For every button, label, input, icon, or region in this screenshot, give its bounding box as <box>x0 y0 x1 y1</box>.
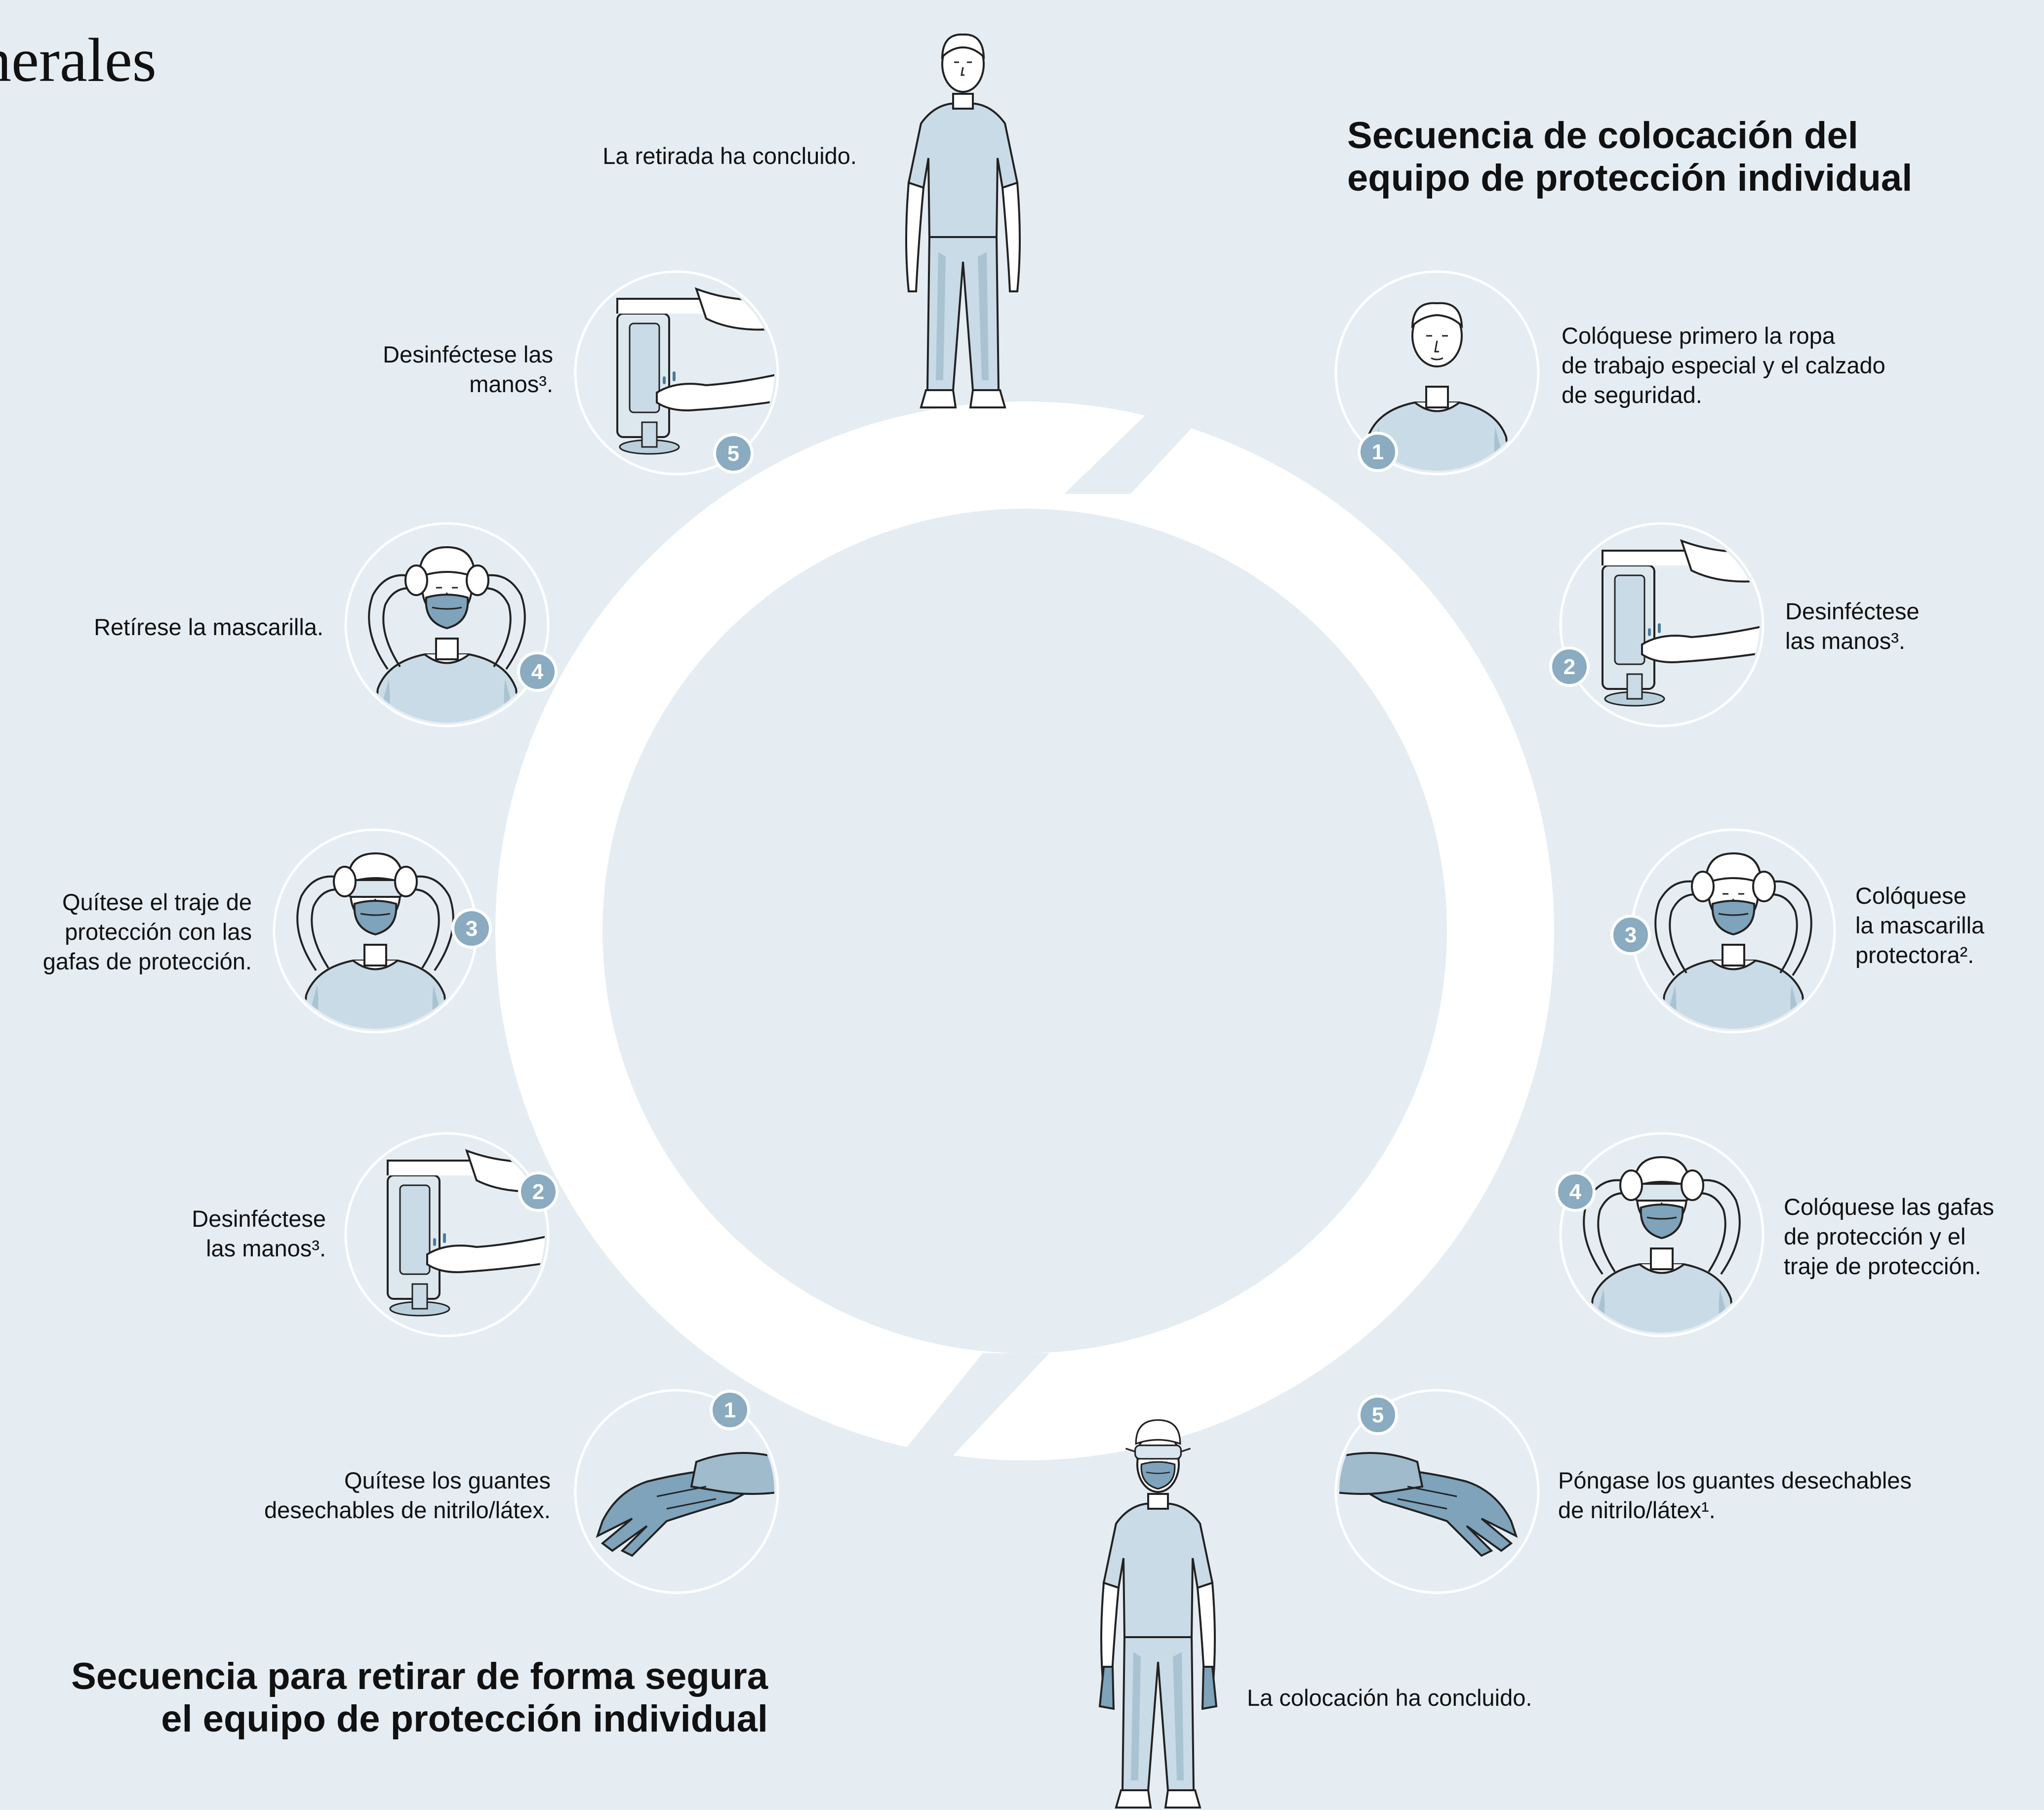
doffing-step-4-label: Retírese la mascarilla. <box>94 614 323 640</box>
donning-badge-1 <box>1358 432 1398 472</box>
doffing-badge-1-number: 1 <box>724 1398 736 1422</box>
doffing-title: Secuencia para retirar de forma segura e… <box>71 1655 768 1740</box>
donning-step-3-label: Colóquese la mascarilla protectora². <box>1855 883 1985 968</box>
donning-badge-1-number: 1 <box>1372 440 1384 464</box>
donning-complete-label: La colocación ha concluido. <box>1247 1685 1532 1711</box>
donning-step-5 <box>1334 1389 1540 1594</box>
doffing-badge-4 <box>517 651 558 692</box>
doffing-step-3 <box>273 828 478 1034</box>
donning-badge-5 <box>1358 1395 1398 1435</box>
doffing-badge-5-number: 5 <box>727 442 739 466</box>
doffing-step-1 <box>574 1389 779 1594</box>
doffing-badge-2 <box>518 1171 559 1212</box>
donning-badge-3-number: 3 <box>1625 923 1637 947</box>
doffing-step-2 <box>344 1132 550 1337</box>
person-ppe-complete-icon <box>1100 1420 1216 1808</box>
donning-badge-2 <box>1549 646 1590 687</box>
donning-badge-5-number: 5 <box>1372 1403 1384 1427</box>
donning-step-4 <box>1559 1132 1764 1337</box>
person-ppe-removed-icon <box>905 33 1021 409</box>
top-flow-arrow <box>1064 232 1235 494</box>
bottom-flow-arrow <box>879 1353 1049 1635</box>
donning-step-1-label: Colóquese primero la ropa de trabajo esp… <box>1562 322 1885 408</box>
doffing-step-4 <box>344 522 550 727</box>
doffing-badge-2-number: 2 <box>532 1180 544 1204</box>
doffing-step-5 <box>574 270 779 476</box>
donning-badge-4 <box>1555 1171 1596 1212</box>
doffing-badge-3-number: 3 <box>466 917 478 941</box>
doffing-badge-3 <box>451 908 492 949</box>
donning-title: Secuencia de colocación del equipo de pr… <box>1347 115 1913 199</box>
donning-step-2 <box>1559 522 1764 727</box>
donning-step-3 <box>1631 828 1836 1034</box>
donning-badge-3 <box>1610 915 1651 955</box>
doffing-badge-4-number: 4 <box>531 660 544 684</box>
doffing-badge-1 <box>710 1390 750 1430</box>
donning-step-2-label: Desinféctese las manos³. <box>1785 598 1920 654</box>
donning-step-5-label: Póngase los guantes desechables de nitri… <box>1558 1467 1912 1523</box>
donning-badge-2-number: 2 <box>1563 655 1575 679</box>
doffing-step-3-label: Quítese el traje de protección con las g… <box>42 889 252 974</box>
doffing-step-1-label: Quítese los guantes desechables de nitri… <box>264 1467 551 1523</box>
page-title-fragment: nerales <box>0 26 157 95</box>
donning-step-1 <box>1334 270 1540 476</box>
ring-center <box>602 509 1447 1353</box>
donning-badge-4-number: 4 <box>1569 1180 1582 1204</box>
donning-step-4-label: Colóquese las gafas de protección y el t… <box>1784 1194 1994 1279</box>
doffing-step-2-label: Desinféctese las manos³. <box>192 1206 326 1261</box>
doffing-badge-5 <box>713 433 754 474</box>
doffing-complete-label: La retirada ha concluido. <box>602 143 857 169</box>
doffing-step-5-label: Desinféctese las manos³. <box>383 341 553 397</box>
